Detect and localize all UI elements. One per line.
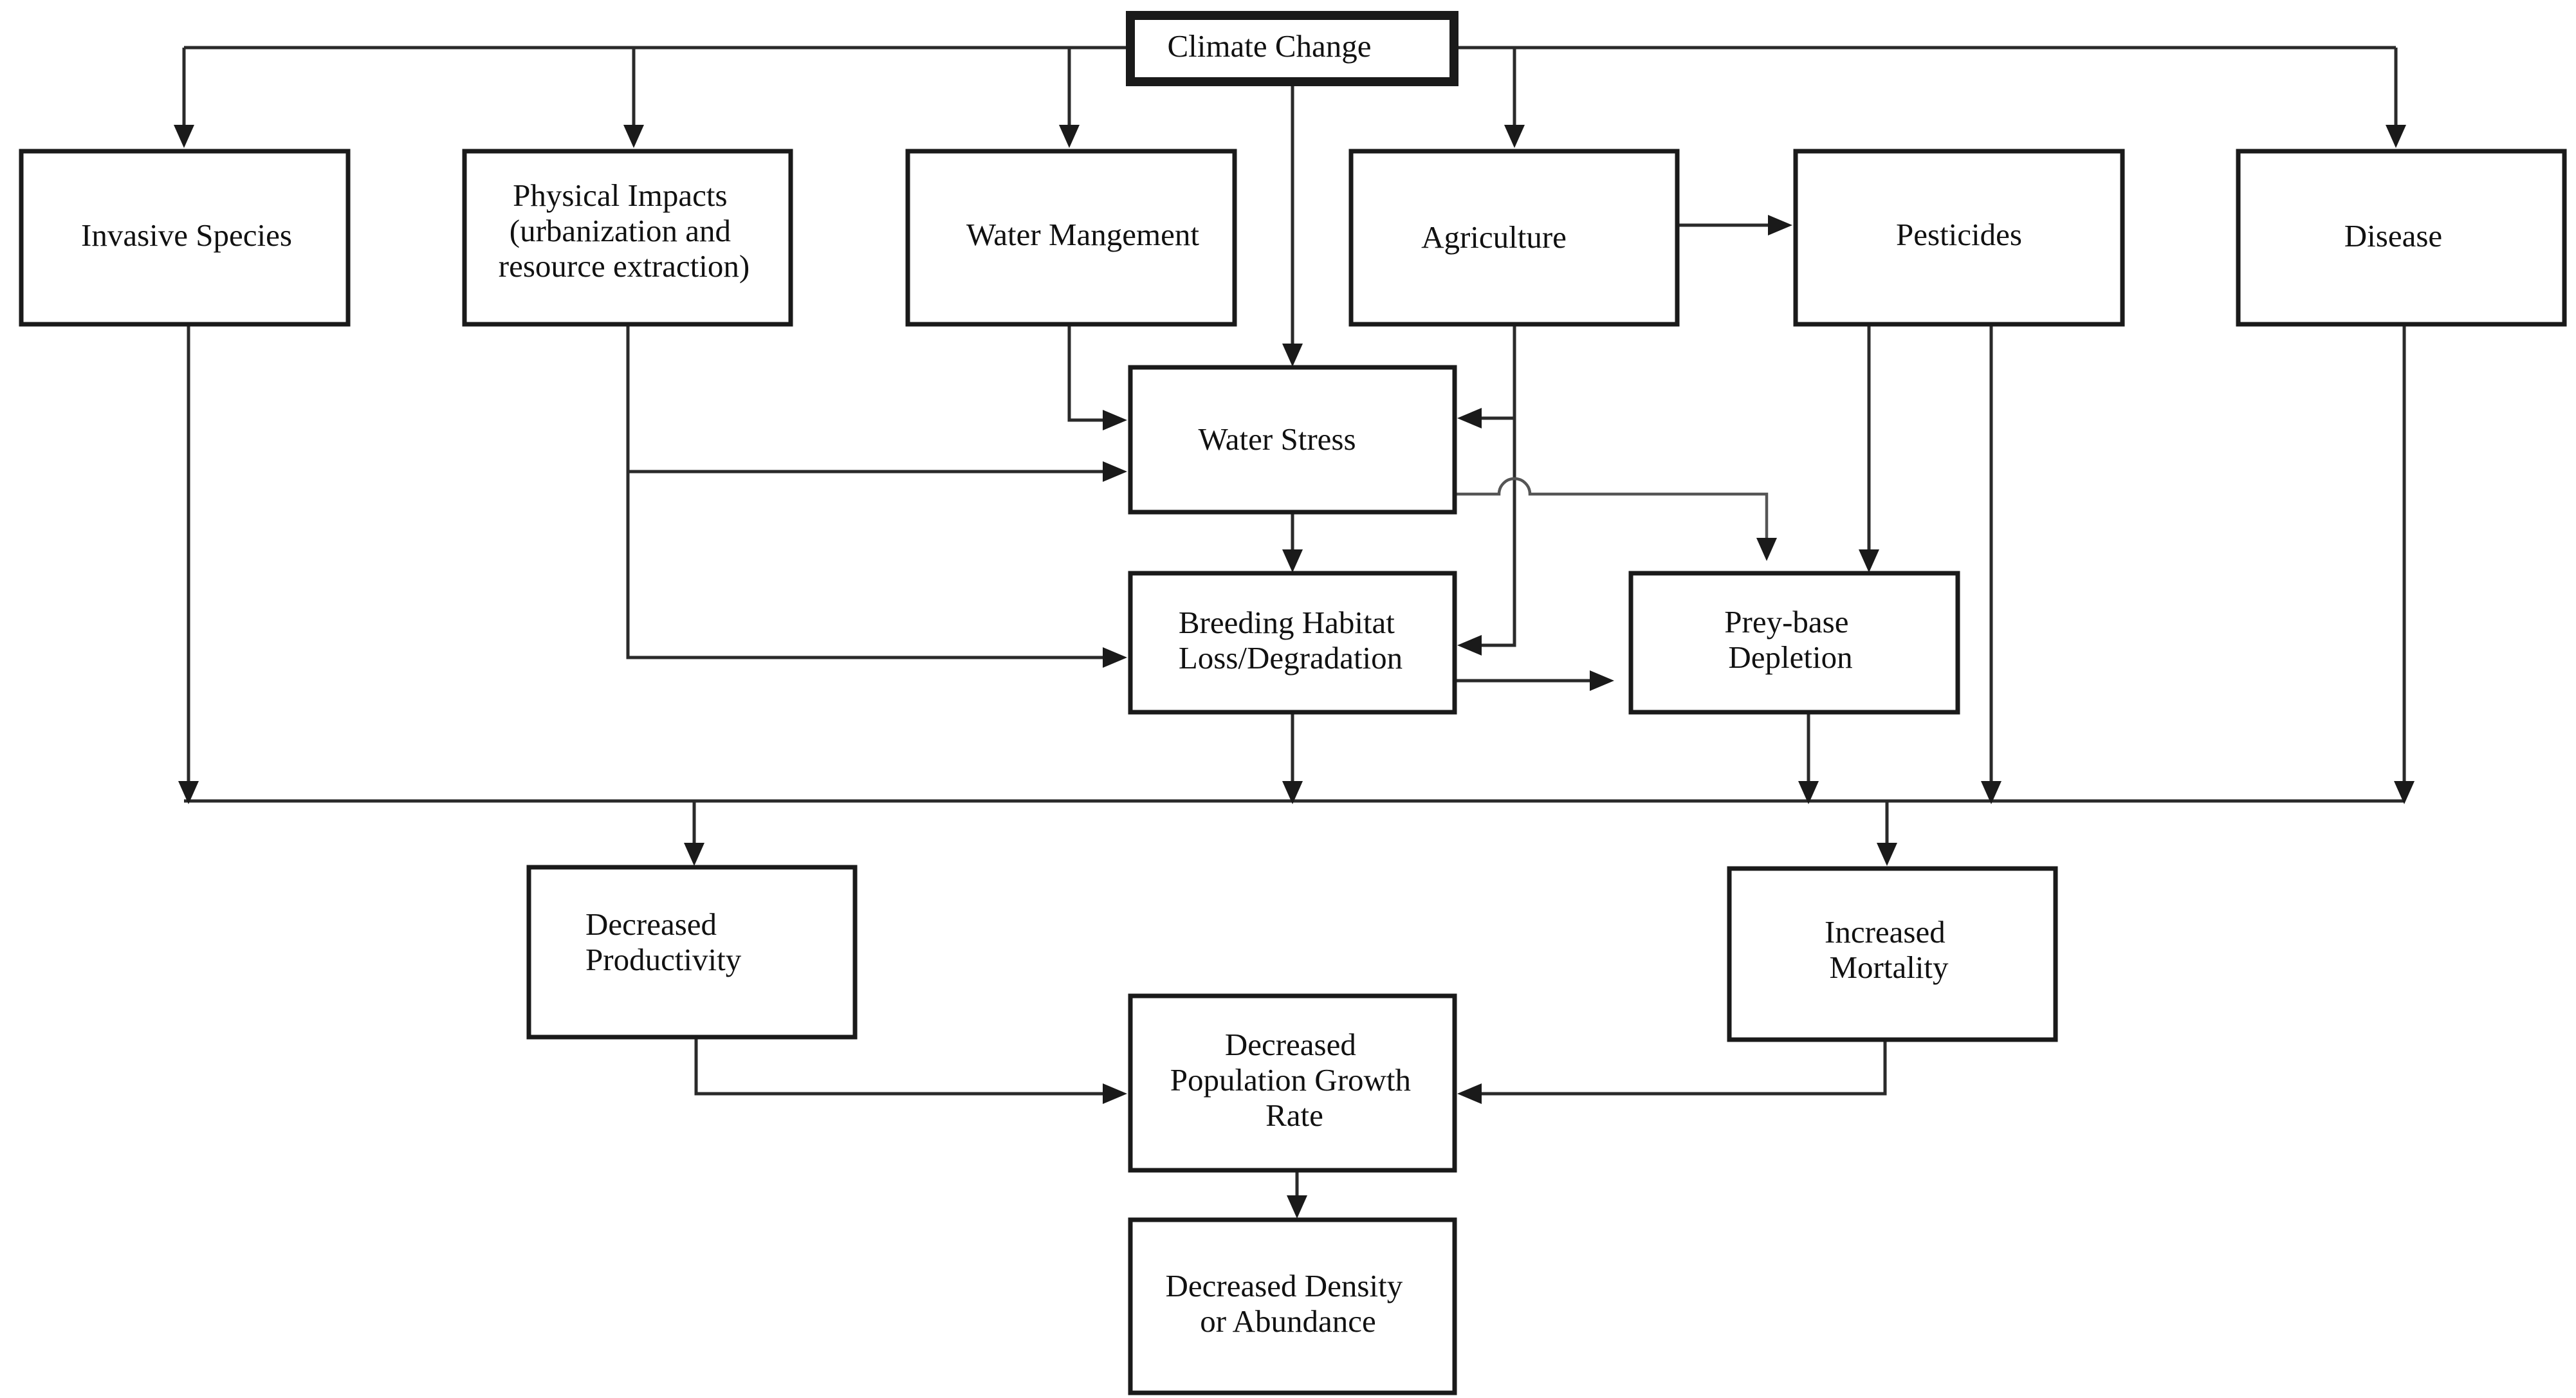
arrowhead-climate-waterstress <box>1282 344 1303 367</box>
arrowhead-physical-breeding <box>1103 647 1127 668</box>
node-decreased-productivity: Decreased Productivity <box>526 865 858 1040</box>
decreased-productivity-box <box>526 865 858 1040</box>
disease-label: Disease <box>2344 218 2442 253</box>
prey-base-label: Prey-base Depletion <box>1724 604 1856 675</box>
climate-change-box <box>1126 11 1458 86</box>
arrowhead-waterstress-preybase <box>1756 538 1777 561</box>
arrow-line-agri-down <box>1479 325 1516 647</box>
node-prey-base: Prey-base Depletion <box>1628 571 1960 715</box>
physical-impacts-box <box>462 149 793 327</box>
arrow-line-waterstress-preybase <box>1455 477 1769 540</box>
climate-change-label: Climate Change <box>1167 28 1371 64</box>
arrowhead-waterstress-breeding <box>1282 549 1303 573</box>
decreased-growth-box <box>1128 993 1457 1173</box>
invasive-species-box <box>19 149 351 327</box>
arrowhead-agriculture <box>1504 125 1525 148</box>
arrowhead-agri-pesticides <box>1768 215 1792 235</box>
node-disease: Disease <box>2236 149 2567 327</box>
arrowhead-breeding-preybase <box>1590 670 1614 691</box>
arrowhead-physical-waterstress <box>1103 461 1127 482</box>
arrowhead-preybase-collector <box>1798 781 1819 804</box>
node-physical-impacts: Physical Impacts (urbanization and resou… <box>462 149 793 327</box>
arrowhead-productivity-growth <box>1103 1083 1127 1104</box>
invasive-species-label: Invasive Species <box>81 217 292 253</box>
node-invasive-species: Invasive Species <box>19 149 351 327</box>
prey-base-box <box>1628 571 1960 715</box>
arrowhead-pesticides-preybase <box>1859 549 1879 573</box>
breeding-habitat-label: Breeding Habitat Loss/Degradation <box>1179 605 1403 676</box>
arrowhead-pesticides-collector <box>1981 781 2001 804</box>
node-water-management: Water Mangement <box>905 149 1237 327</box>
arrowhead-agri-waterstress <box>1457 408 1482 428</box>
arrowhead-disease-collector <box>2394 781 2415 804</box>
node-agriculture: Agriculture <box>1348 149 1680 327</box>
decreased-density-box <box>1128 1217 1457 1395</box>
arrowhead-agri-breeding <box>1457 635 1482 656</box>
pesticides-box <box>1793 149 2125 327</box>
node-pesticides: Pesticides <box>1793 149 2125 327</box>
agriculture-box <box>1348 149 1680 327</box>
node-increased-mortality: Increased Mortality <box>1727 866 2058 1042</box>
arrowhead-invasive-collector <box>178 781 199 804</box>
arrowhead-collector-productivity <box>684 843 704 866</box>
node-decreased-density: Decreased Density or Abundance <box>1128 1217 1457 1395</box>
decreased-growth-label: Decreased Population Growth Rate <box>1170 1027 1419 1133</box>
disease-box <box>2236 149 2567 327</box>
arrowhead-watermgmt-waterstress <box>1103 410 1127 430</box>
water-stress-label: Water Stress <box>1198 421 1356 457</box>
increased-mortality-label: Increased Mortality <box>1825 914 1953 985</box>
water-stress-box <box>1128 365 1457 515</box>
arrowhead-growth-density <box>1287 1195 1307 1219</box>
breeding-habitat-box <box>1128 571 1457 715</box>
agriculture-label: Agriculture <box>1421 219 1567 255</box>
node-climate-change: Climate Change <box>1126 11 1458 86</box>
node-water-stress: Water Stress <box>1128 365 1457 515</box>
arrowhead-physical <box>623 125 644 148</box>
arrowhead-collector-mortality <box>1877 843 1897 866</box>
pesticides-label: Pesticides <box>1896 217 2022 252</box>
arrow-line-watermgmt-waterstress <box>1067 325 1105 422</box>
decreased-productivity-label: Decreased Productivity <box>585 906 742 977</box>
arrowhead-mortality-growth <box>1457 1083 1482 1104</box>
water-management-box <box>905 149 1237 327</box>
arrow-line-productivity-growth <box>694 1038 1105 1096</box>
increased-mortality-box <box>1727 866 2058 1042</box>
arrowhead-breeding-collector <box>1282 781 1303 804</box>
arrow-line-mortality-growth <box>1479 1040 1887 1096</box>
arrow-line-physical-down <box>626 325 1105 659</box>
water-management-label: Water Mangement <box>966 217 1199 252</box>
connectors <box>182 46 2406 1200</box>
arrowhead-invasive <box>174 125 194 148</box>
arrowheads <box>174 125 2415 1219</box>
node-decreased-growth: Decreased Population Growth Rate <box>1128 993 1457 1173</box>
arrowhead-watermgmt <box>1059 125 1080 148</box>
arrowhead-disease <box>2386 125 2406 148</box>
decreased-density-label: Decreased Density or Abundance <box>1166 1268 1411 1339</box>
physical-impacts-label: Physical Impacts (urbanization and resou… <box>499 178 750 284</box>
node-breeding-habitat: Breeding Habitat Loss/Degradation <box>1128 571 1457 715</box>
